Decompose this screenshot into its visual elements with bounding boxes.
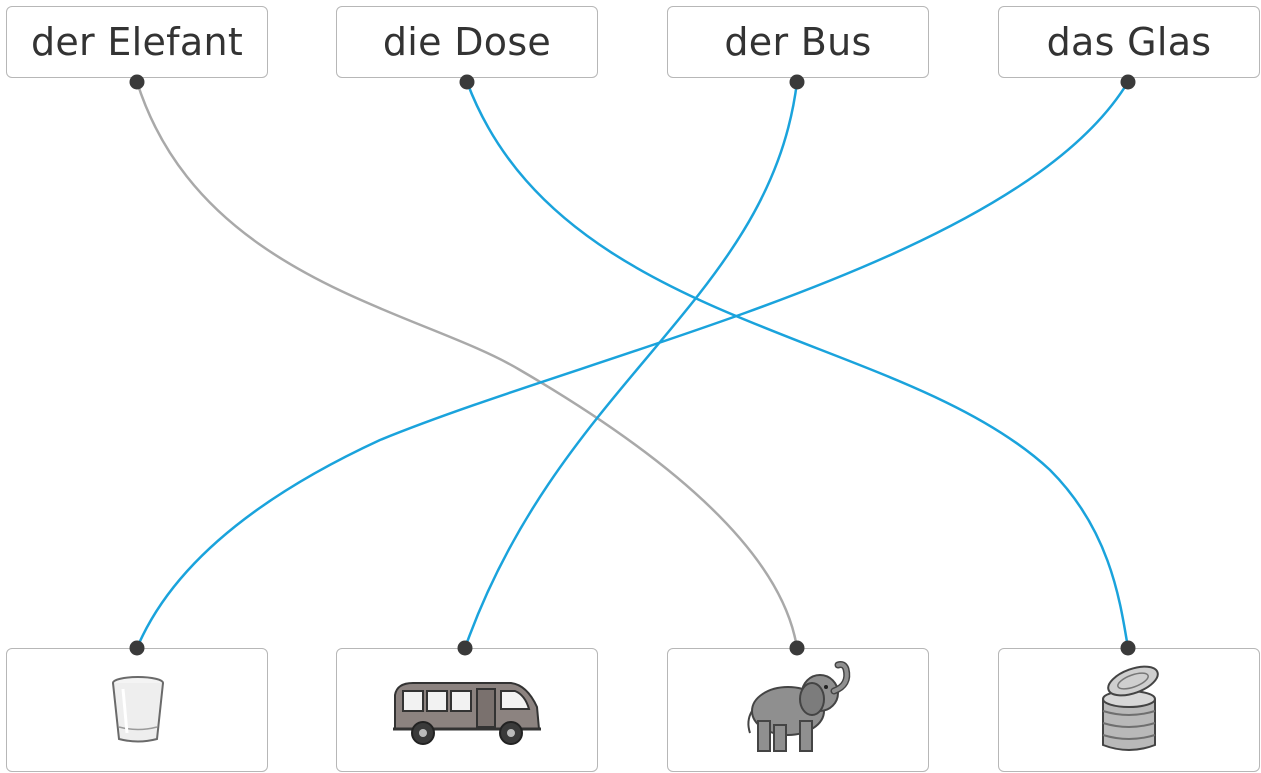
word-card-der-bus[interactable]: der Bus (667, 6, 929, 78)
connection-line-der-elefant (135, 81, 799, 649)
elephant-icon (747, 661, 851, 752)
word-card-das-glas[interactable]: das Glas (998, 6, 1260, 78)
anchor-dot-elephant[interactable] (789, 640, 805, 656)
word-card-der-elefant[interactable]: der Elefant (6, 6, 268, 78)
anchor-dot-der-elefant[interactable] (129, 74, 145, 90)
anchor-dot-can[interactable] (1120, 640, 1136, 656)
connection-line-der-bus (463, 81, 799, 649)
anchor-dot-bus[interactable] (457, 640, 473, 656)
image-card-glass[interactable] (6, 648, 268, 772)
connection-line-das-glas (135, 81, 1130, 649)
word-label: der Bus (724, 20, 872, 64)
image-card-elephant[interactable] (667, 648, 929, 772)
word-label: die Dose (382, 20, 552, 64)
image-card-bus[interactable] (336, 648, 598, 772)
anchor-dot-das-glas[interactable] (1120, 74, 1136, 90)
connection-line-die-dose (465, 81, 1130, 649)
anchor-dot-der-bus[interactable] (789, 74, 805, 90)
bus-icon (393, 682, 541, 745)
can-icon (1102, 665, 1159, 751)
glass-icon (112, 676, 164, 743)
word-label: der Elefant (30, 20, 244, 64)
anchor-dot-die-dose[interactable] (459, 74, 475, 90)
anchor-dot-glass[interactable] (129, 640, 145, 656)
word-label: das Glas (1046, 20, 1212, 64)
